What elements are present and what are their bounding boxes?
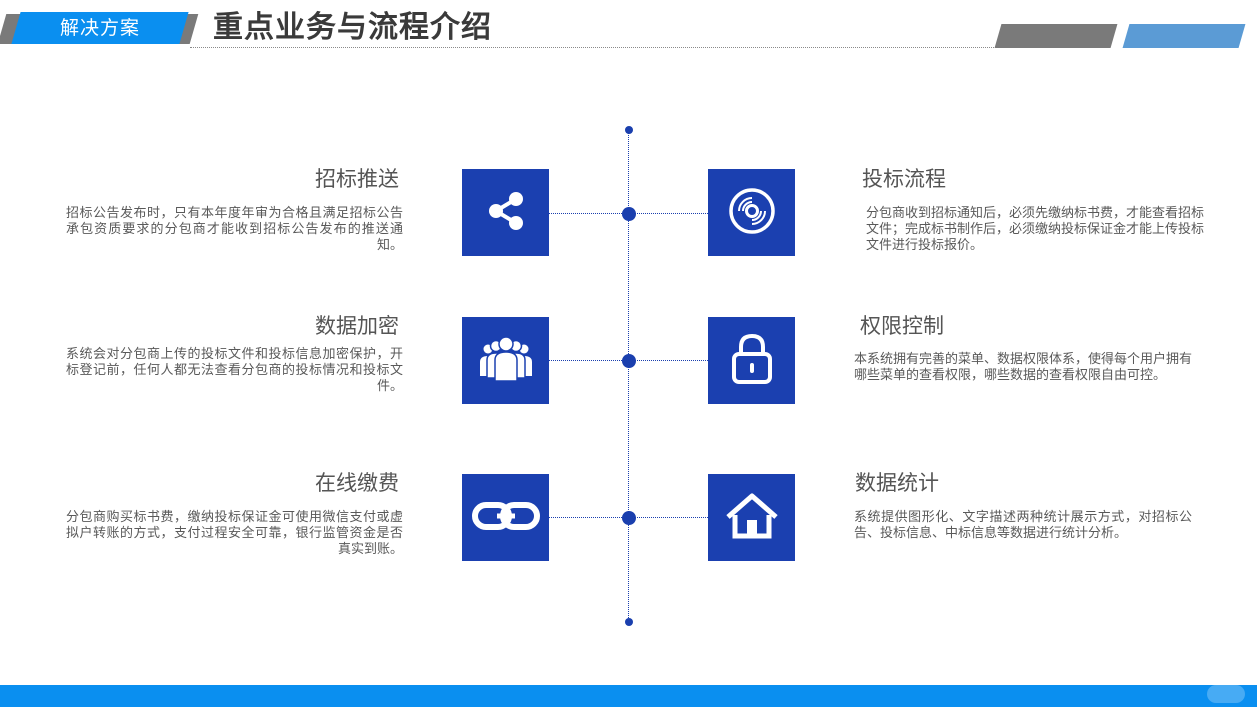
link-icon-box bbox=[462, 474, 549, 561]
timeline-start-dot bbox=[625, 126, 633, 134]
desc-data-encryption: 系统会对分包商上传的投标文件和投标信息加密保护，开标登记前，任何人都无法查看分包… bbox=[66, 347, 403, 394]
desc-permission-control: 本系统拥有完善的菜单、数据权限体系，使得每个用户拥有哪些菜单的查看权限，哪些数据… bbox=[854, 352, 1193, 383]
lock-icon bbox=[730, 332, 774, 390]
heading-data-statistics: 数据统计 bbox=[855, 471, 939, 495]
page-title: 重点业务与流程介绍 bbox=[213, 10, 492, 45]
home-icon bbox=[725, 493, 779, 543]
home-icon-box bbox=[708, 474, 795, 561]
header-deco-blue bbox=[1122, 24, 1246, 48]
title-divider bbox=[190, 47, 1000, 48]
heading-permission-control: 权限控制 bbox=[860, 314, 944, 338]
timeline-node-2 bbox=[622, 354, 636, 368]
disc-icon bbox=[727, 186, 777, 240]
heading-online-payment: 在线缴费 bbox=[315, 471, 399, 495]
desc-bid-push: 招标公告发布时，只有本年度年审为合格且满足招标公告承包资质要求的分包商才能收到招… bbox=[66, 206, 403, 253]
section-tag: 解决方案 bbox=[59, 17, 140, 39]
share-icon bbox=[482, 187, 530, 239]
timeline-line bbox=[628, 130, 629, 622]
heading-bid-push: 招标推送 bbox=[315, 167, 399, 191]
desc-online-payment: 分包商购买标书费，缴纳投标保证金可使用微信支付或虚拟户转账的方式，支付过程安全可… bbox=[66, 510, 403, 557]
lock-icon-box bbox=[708, 317, 795, 404]
connector-row-3 bbox=[549, 517, 708, 518]
timeline-node-3 bbox=[622, 511, 636, 525]
timeline-end-dot bbox=[625, 618, 633, 626]
heading-data-encryption: 数据加密 bbox=[315, 314, 399, 338]
watermark-logo bbox=[1207, 685, 1245, 703]
desc-data-statistics: 系统提供图形化、文字描述两种统计展示方式，对招标公告、投标信息、中标信息等数据进… bbox=[854, 510, 1192, 541]
header-deco-gray bbox=[994, 24, 1118, 48]
desc-bid-process: 分包商收到招标通知后，必须先缴纳标书费，才能查看招标文件；完成标书制作后，必须缴… bbox=[866, 206, 1205, 253]
connector-row-2 bbox=[549, 360, 708, 361]
link-icon bbox=[471, 500, 541, 536]
disc-icon-box bbox=[708, 169, 795, 256]
group-users-icon bbox=[477, 335, 535, 386]
bottom-bar bbox=[0, 685, 1257, 707]
timeline-node-1 bbox=[622, 207, 636, 221]
group-users-icon-box bbox=[462, 317, 549, 404]
connector-row-1 bbox=[549, 213, 708, 214]
heading-bid-process: 投标流程 bbox=[862, 167, 946, 191]
share-icon-box bbox=[462, 169, 549, 256]
